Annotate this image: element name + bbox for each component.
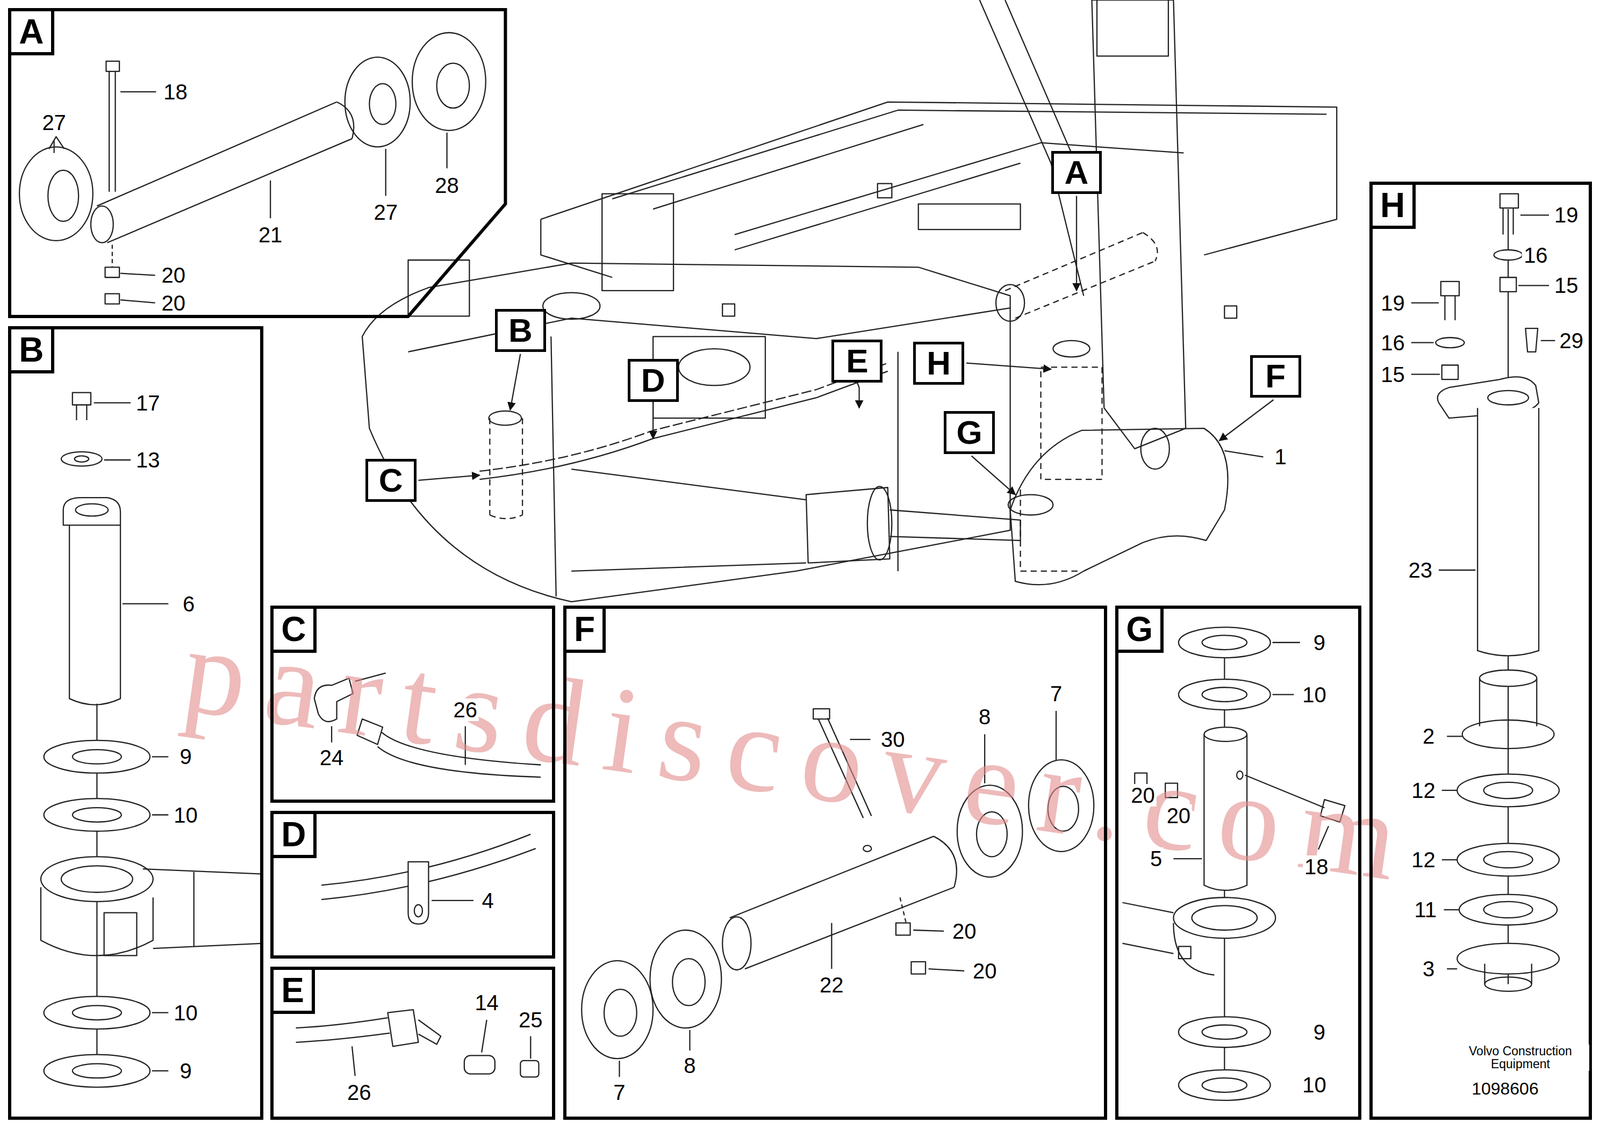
callout-number: 12: [1409, 848, 1438, 872]
callout-number: 8: [682, 1054, 698, 1078]
callout-number: 25: [517, 1008, 545, 1032]
callout-number: 18: [1302, 855, 1331, 879]
callout-number: 10: [171, 804, 200, 827]
callout-number: 10: [1300, 1073, 1329, 1097]
callout-number: 30: [879, 728, 907, 751]
panel-letter: F: [563, 605, 606, 654]
panel-letter: B: [8, 326, 55, 374]
callout-number: 10: [1300, 683, 1329, 707]
callout-number: 14: [472, 991, 501, 1015]
panel-letter: G: [1115, 605, 1164, 654]
callout-number: 2: [1421, 725, 1437, 748]
callout-number: 20: [160, 263, 188, 287]
callout-number: 22: [818, 973, 846, 997]
callout-number: 8: [977, 705, 993, 729]
callout-box: H: [913, 341, 965, 385]
callout-letter: C: [378, 463, 404, 498]
callout-number: 19: [1552, 203, 1581, 227]
callout-number: 3: [1421, 957, 1437, 981]
callout-number: 12: [1409, 779, 1438, 802]
callout-box: A: [1051, 151, 1103, 195]
callout-number: 29: [1558, 329, 1586, 353]
callout-number: 18: [161, 80, 190, 104]
callout-number: 17: [134, 391, 162, 415]
catalog-note: Volvo Construction Equipment: [1451, 1044, 1590, 1071]
detail-panel: H: [1369, 181, 1592, 1121]
callout-number: 20: [160, 291, 188, 315]
callout-box: B: [494, 309, 547, 353]
callout-letter: E: [845, 344, 868, 378]
callout-number: 5: [1148, 847, 1164, 871]
callout-number: 1: [1273, 445, 1289, 469]
callout-number: 6: [181, 592, 197, 616]
callout-letter: H: [926, 346, 951, 380]
callout-number: 7: [611, 1081, 627, 1104]
callout-number: 26: [345, 1081, 373, 1104]
callout-letter: F: [1265, 359, 1286, 393]
callout-number: 20: [971, 959, 999, 983]
callout-box: F: [1250, 355, 1302, 399]
detail-panel: B: [8, 326, 264, 1121]
detail-panel: C: [270, 605, 556, 803]
callout-box: G: [943, 411, 995, 455]
panel-outline: [8, 8, 507, 319]
callout-number: 13: [134, 448, 162, 472]
callout-number: 20: [950, 920, 979, 943]
callout-letter: D: [641, 363, 666, 398]
panel-letter: A: [8, 8, 55, 56]
detail-panel: F: [563, 605, 1108, 1121]
callout-box: E: [831, 339, 883, 383]
detail-panel: A: [8, 8, 507, 319]
callout-number: 11: [1412, 898, 1439, 922]
callout-number: 9: [177, 745, 193, 769]
drawing-number: 1098606: [1469, 1080, 1541, 1099]
detail-panel: D: [270, 811, 556, 959]
panel-letter: E: [270, 966, 315, 1015]
callout-number: 27: [40, 111, 68, 134]
callout-letter: A: [1064, 155, 1089, 190]
callout-number: 7: [1048, 682, 1064, 706]
callout-box: C: [365, 458, 417, 502]
detail-panel: E: [270, 966, 556, 1121]
callout-number: 4: [479, 889, 495, 913]
callout-number: 16: [1522, 244, 1550, 267]
callout-box: D: [627, 359, 679, 403]
callout-number: 20: [1165, 804, 1193, 828]
callout-number: 28: [433, 174, 461, 197]
callout-letter: G: [956, 415, 983, 450]
callout-number: 26: [451, 698, 480, 722]
callout-number: 9: [177, 1059, 193, 1083]
callout-number: 9: [1311, 631, 1327, 655]
callout-number: 10: [171, 1001, 200, 1025]
callout-number: 15: [1552, 274, 1581, 297]
callout-number: 20: [1129, 784, 1157, 807]
callout-number: 21: [256, 223, 285, 247]
callout-number: 15: [1379, 363, 1407, 386]
callout-number: 16: [1379, 331, 1407, 355]
callout-number: 24: [318, 746, 346, 770]
callout-number: 19: [1379, 291, 1407, 315]
callout-letter: B: [508, 313, 533, 348]
callout-number: 27: [371, 201, 400, 224]
panel-letter: C: [270, 605, 317, 654]
panel-letter: H: [1369, 181, 1416, 229]
callout-number: 23: [1407, 558, 1435, 582]
panel-letter: D: [270, 811, 317, 859]
callout-number: 9: [1311, 1021, 1327, 1044]
